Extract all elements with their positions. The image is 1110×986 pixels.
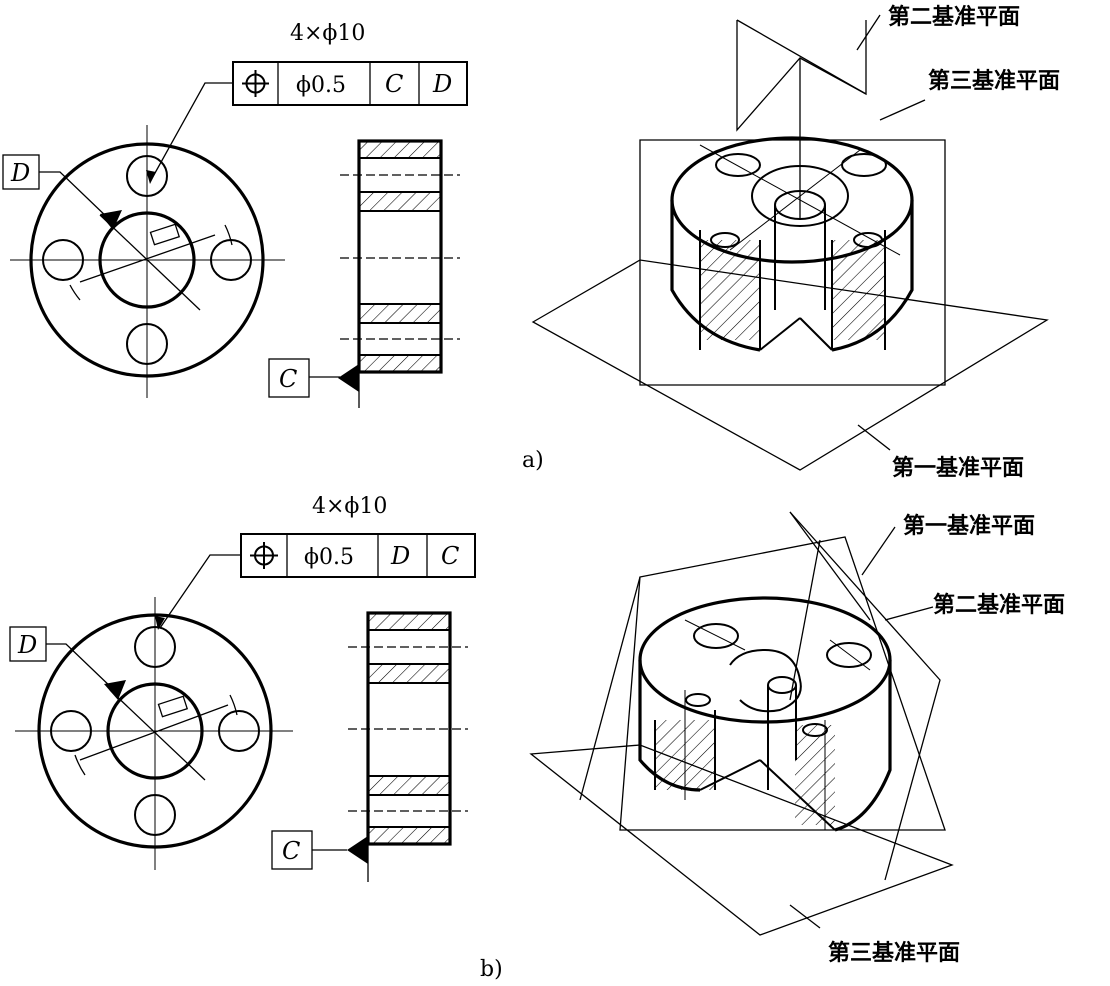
section-view-a [340, 139, 460, 408]
hole-callout: 4×ϕ10 [312, 494, 387, 519]
view-b: 4×ϕ10 ϕ0.5 D C D [9, 494, 1065, 982]
front-view-b [15, 597, 293, 870]
fcf-datum-primary: C [385, 70, 403, 98]
datum-d-label: D [9, 626, 126, 700]
leader-first-plane [861, 526, 896, 576]
front-view-a [10, 125, 285, 398]
leader-first-plane [857, 424, 891, 451]
plane-label-third: 第三基准平面 [828, 940, 960, 966]
leader-third-plane [789, 904, 821, 929]
datum-d-label: D [2, 154, 122, 230]
position-tolerance-icon [242, 70, 269, 97]
plane-label-second: 第二基准平面 [933, 592, 1065, 618]
svg-text:D: D [10, 159, 30, 187]
iso-view-b [529, 511, 954, 936]
leader-second-plane [856, 14, 881, 51]
svg-text:C: C [282, 837, 300, 865]
svg-text:C: C [279, 365, 297, 393]
fcf-tolerance: ϕ0.5 [296, 73, 346, 98]
plane-label-second: 第二基准平面 [888, 4, 1020, 30]
datum-c-label: C [268, 358, 359, 398]
datum-c-label: C [271, 830, 368, 870]
plane-label-first: 第一基准平面 [903, 513, 1035, 539]
caption-b: b) [480, 957, 503, 982]
plane-label-first: 第一基准平面 [892, 455, 1024, 481]
fcf-datum-secondary: D [432, 70, 452, 98]
svg-text:D: D [17, 631, 37, 659]
leader-line [159, 554, 241, 629]
leader-line [149, 82, 233, 183]
leader-third-plane [879, 99, 926, 121]
leader-arrow [146, 170, 156, 184]
hole-callout: 4×ϕ10 [290, 21, 365, 46]
caption-a: a) [522, 448, 544, 473]
feature-control-frame: ϕ0.5 D C [240, 533, 476, 578]
leader-second-plane [884, 606, 934, 621]
position-tolerance-icon [250, 542, 278, 569]
fcf-tolerance: ϕ0.5 [304, 545, 354, 570]
plane-label-third: 第三基准平面 [928, 68, 1060, 94]
fcf-datum-secondary: C [441, 542, 459, 570]
view-a: 4×ϕ10 ϕ0.5 C D D [2, 4, 1060, 481]
iso-view-a [531, 19, 1049, 471]
feature-control-frame: ϕ0.5 C D [232, 61, 468, 106]
fcf-datum-primary: D [390, 542, 410, 570]
